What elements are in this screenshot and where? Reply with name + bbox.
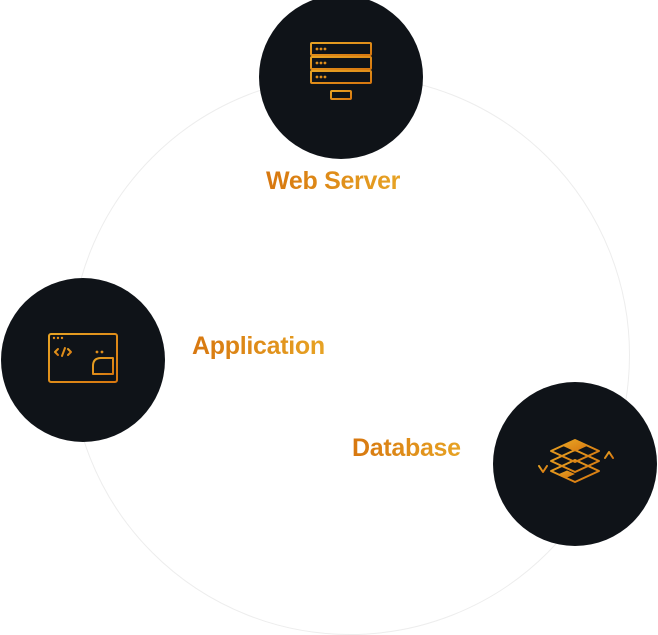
code-window-chart-icon bbox=[48, 333, 118, 383]
database-node bbox=[493, 382, 657, 546]
application-node bbox=[1, 278, 165, 442]
web-server-label: Web Server bbox=[266, 167, 401, 195]
web-server-node bbox=[259, 0, 423, 159]
server-rack-icon bbox=[302, 42, 380, 100]
application-label: Application bbox=[192, 332, 325, 360]
database-label: Database bbox=[352, 434, 461, 462]
database-layers-icon bbox=[538, 433, 614, 491]
